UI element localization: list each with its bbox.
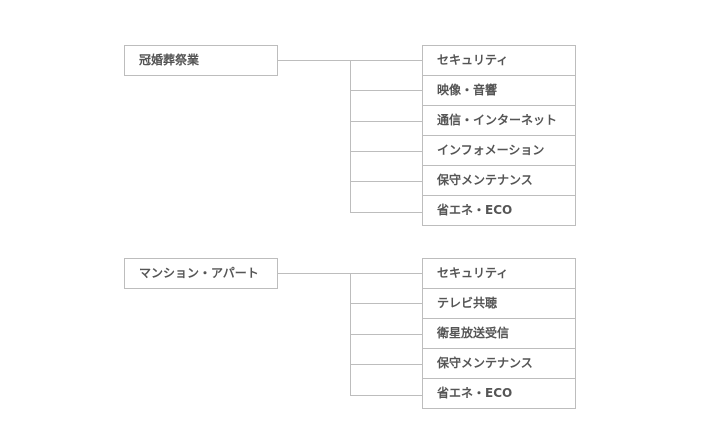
connector-branch (350, 60, 422, 61)
connector-branch (350, 90, 422, 91)
connector-branch (350, 181, 422, 182)
connector-branch (350, 364, 422, 365)
child-node-security[interactable]: セキュリティ (422, 258, 576, 289)
child-node-network[interactable]: 通信・インターネット (422, 106, 576, 136)
child-node-security[interactable]: セキュリティ (422, 45, 576, 76)
root-node-wedding-funeral[interactable]: 冠婚葬祭業 (124, 45, 278, 76)
connector-root (278, 60, 350, 61)
connector-branch (350, 395, 422, 396)
connector-trunk (350, 60, 351, 212)
child-node-information[interactable]: インフォメーション (422, 136, 576, 166)
connector-branch (350, 303, 422, 304)
child-node-eco[interactable]: 省エネ・ECO (422, 379, 576, 409)
child-node-satellite[interactable]: 衛星放送受信 (422, 319, 576, 349)
child-node-av[interactable]: 映像・音響 (422, 76, 576, 106)
connector-branch (350, 121, 422, 122)
tree-wedding-funeral: 冠婚葬祭業 セキュリティ 映像・音響 通信・インターネット インフォメーション … (124, 45, 576, 226)
root-node-apartment[interactable]: マンション・アパート (124, 258, 278, 289)
connector-branch (350, 334, 422, 335)
connector-branch (350, 151, 422, 152)
child-node-eco[interactable]: 省エネ・ECO (422, 196, 576, 226)
connector-root (278, 273, 350, 274)
connector-branch (350, 212, 422, 213)
child-node-maintenance[interactable]: 保守メンテナンス (422, 349, 576, 379)
child-node-tv-shared[interactable]: テレビ共聴 (422, 289, 576, 319)
child-node-maintenance[interactable]: 保守メンテナンス (422, 166, 576, 196)
connector-branch (350, 273, 422, 274)
